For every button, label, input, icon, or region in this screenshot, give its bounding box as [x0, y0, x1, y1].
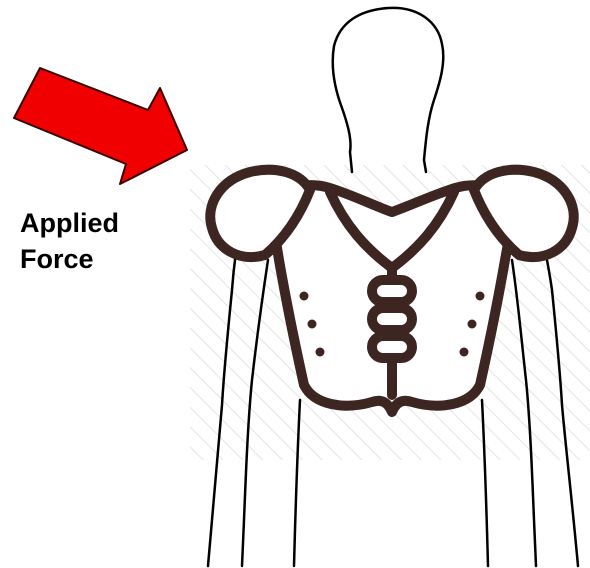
force-arrow-icon	[14, 68, 187, 184]
applied-force-label: Applied Force	[20, 205, 119, 277]
label-line-2: Force	[20, 241, 119, 277]
label-line-1: Applied	[20, 205, 119, 241]
